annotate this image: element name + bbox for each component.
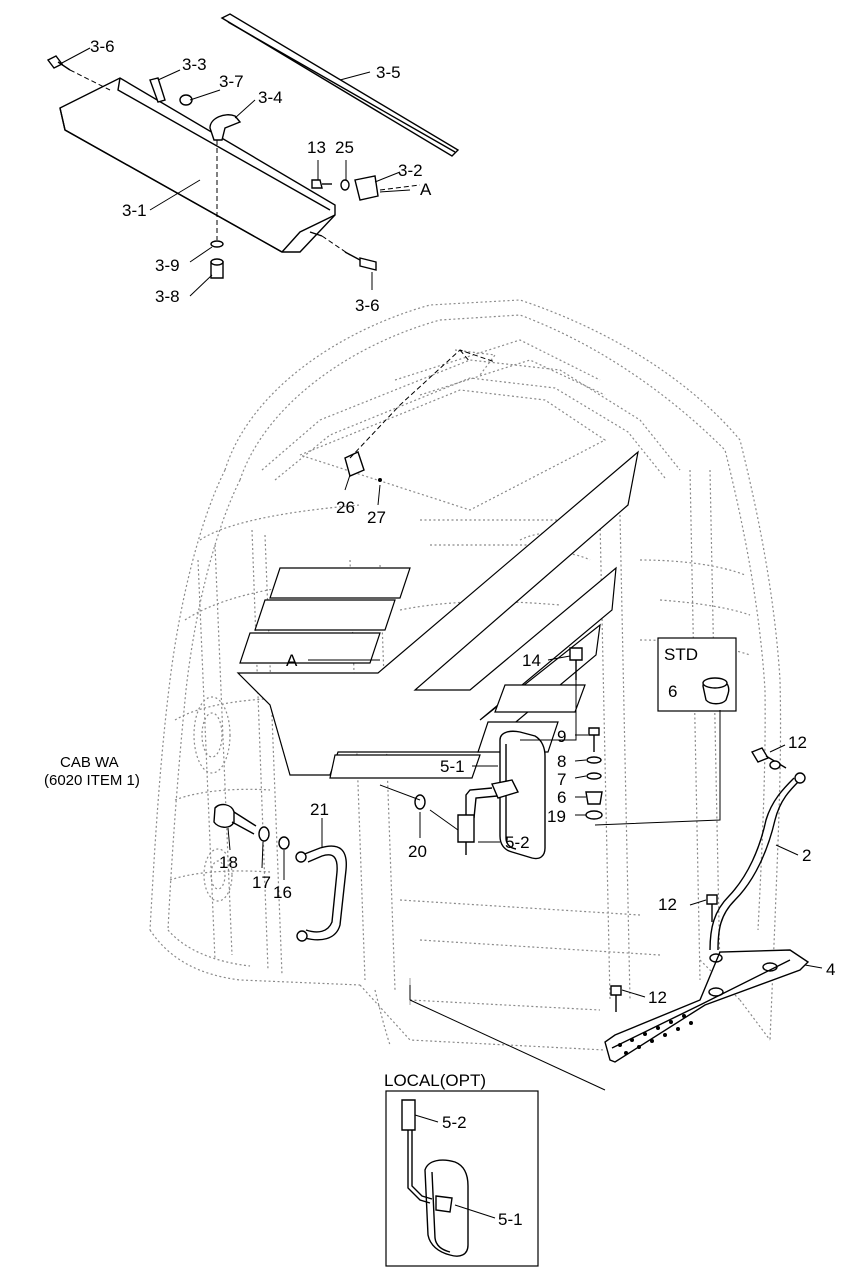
- mirror-assembly: [379, 647, 603, 860]
- handrail-21: [301, 845, 347, 941]
- bolt-12-mid: [706, 894, 718, 922]
- std-box: [657, 637, 737, 712]
- callout-3-7: 3-7: [219, 72, 244, 91]
- callout-3-6-top: 3-6: [90, 37, 115, 56]
- bolt-3-6-top: [46, 55, 71, 71]
- view-arrow-band-3: [239, 632, 381, 664]
- local-opt-box-title: LOCAL(OPT): [384, 1071, 486, 1090]
- callout-19: 19: [547, 807, 566, 826]
- callout-6: 6: [557, 788, 566, 807]
- view-arrow-band-6: [329, 754, 481, 779]
- cab-note-line1: CAB WA: [60, 754, 119, 771]
- callout-13: 13: [307, 138, 326, 157]
- callout-6-std: 6: [668, 682, 677, 701]
- callout-12-mid: 12: [658, 895, 677, 914]
- bolt-13: [311, 179, 332, 189]
- washer-19: [585, 810, 603, 820]
- bracket-3-2: [354, 175, 379, 201]
- callout-16: 16: [273, 883, 292, 902]
- bolt-18: [213, 803, 257, 835]
- view-arrow-band-4: [494, 684, 586, 713]
- callout-labels: 3-6 3-3 3-7 3-5 3-4 13 25 3-2 A 3-1 3-9 …: [44, 37, 835, 1229]
- callout-5-1-local: 5-1: [498, 1210, 523, 1229]
- roof-clip: [344, 349, 496, 482]
- callout-3-4: 3-4: [258, 88, 283, 107]
- callout-5-2: 5-2: [505, 833, 530, 852]
- bolt-14: [569, 647, 583, 680]
- callout-3-6-bottom: 3-6: [355, 296, 380, 315]
- mirror-mount: [491, 779, 519, 799]
- callout-21: 21: [310, 800, 329, 819]
- callout-3-9: 3-9: [155, 256, 180, 275]
- callout-12-bottom: 12: [648, 988, 667, 1007]
- bushing-6: [585, 791, 603, 805]
- callout-3-3: 3-3: [182, 55, 207, 74]
- bolt-3-6-bottom: [344, 251, 377, 271]
- callout-A-top: A: [420, 180, 432, 199]
- local-opt-box: [385, 1090, 539, 1267]
- washer-20: [414, 794, 426, 810]
- nut-3-7: [179, 94, 193, 106]
- bolt-9: [588, 727, 600, 752]
- callout-8: 8: [557, 752, 566, 771]
- mirror-5-1: [499, 730, 546, 860]
- callout-4: 4: [826, 960, 835, 979]
- bracket-3-3: [149, 77, 166, 103]
- callout-A-mid: A: [286, 651, 298, 670]
- callout-3-2: 3-2: [398, 161, 423, 180]
- bolt-12-top: [750, 747, 787, 770]
- callout-3-1: 3-1: [122, 201, 147, 220]
- step-holes: [618, 1014, 693, 1055]
- view-arrow-band-2: [254, 599, 396, 631]
- callout-5-1: 5-1: [440, 757, 465, 776]
- bracket-3-4: [209, 114, 242, 141]
- callout-18: 18: [219, 853, 238, 872]
- callout-5-2-local: 5-2: [442, 1113, 467, 1132]
- washer-3-9: [210, 240, 224, 248]
- washer-7: [586, 772, 602, 780]
- visor-strip: [220, 13, 460, 157]
- mirror-base-5-2: [457, 814, 475, 843]
- callout-3-8: 3-8: [155, 287, 180, 306]
- local-mirror-base: [401, 1099, 416, 1131]
- view-direction-arrows: [236, 450, 639, 779]
- washer-8: [586, 756, 602, 764]
- callout-7: 7: [557, 770, 566, 789]
- callout-12-top: 12: [788, 733, 807, 752]
- callout-26: 26: [336, 498, 355, 517]
- callout-25: 25: [335, 138, 354, 157]
- step-plate-4: [604, 949, 810, 1063]
- callout-14: 14: [522, 651, 541, 670]
- bolt-3-8: [210, 258, 224, 279]
- std-box-title: STD: [664, 645, 698, 664]
- visor-body: [59, 77, 336, 253]
- step-assembly: [604, 747, 810, 1063]
- bolt-12-bottom: [610, 985, 622, 1012]
- visor-assembly: [46, 13, 460, 279]
- callout-2: 2: [802, 846, 811, 865]
- callout-3-5: 3-5: [376, 63, 401, 82]
- cab-note-line2: (6020 ITEM 1): [44, 772, 140, 789]
- leader-lines: [59, 47, 823, 1219]
- grab-bar-2: [717, 779, 801, 951]
- screw-27: [378, 478, 382, 482]
- callout-27: 27: [367, 508, 386, 527]
- callout-20: 20: [408, 842, 427, 861]
- washer-25: [340, 179, 350, 191]
- washer-16: [278, 836, 290, 850]
- view-arrow-band-1: [269, 567, 411, 599]
- callout-9: 9: [557, 727, 566, 746]
- washer-17: [258, 826, 270, 842]
- callout-17: 17: [252, 873, 271, 892]
- handrail-21-assembly: [213, 803, 347, 942]
- clip-26: [344, 451, 365, 477]
